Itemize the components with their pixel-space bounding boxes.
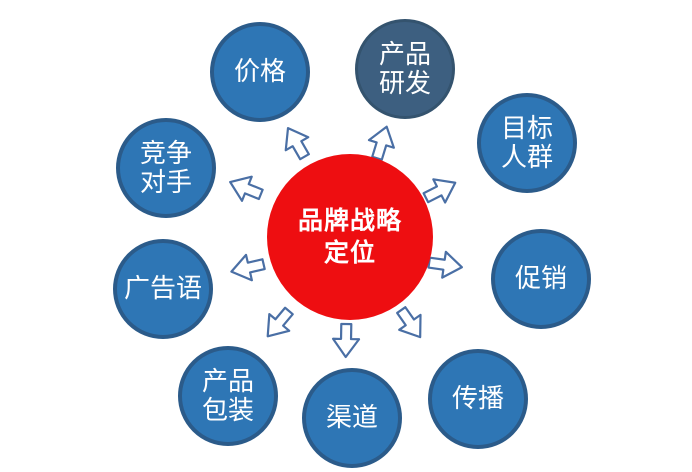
node-product-packaging-label: 产品 包装 (201, 365, 254, 425)
node-competitors-label: 竞争 对手 (139, 137, 192, 197)
arrow-to-product-rd-icon (361, 120, 402, 164)
node-product-rd-label: 产品 研发 (378, 38, 431, 98)
node-channel-label: 渠道 (325, 402, 378, 433)
center-node-brand-strategy-positioning: 品牌战略 定位 (267, 154, 433, 320)
node-slogan-label: 广告语 (123, 273, 202, 304)
arrow-to-target-audience-icon (418, 168, 465, 213)
node-price-label: 价格 (233, 56, 286, 87)
arrow-to-promotion-icon (426, 247, 466, 284)
arrow-to-channel-icon (330, 322, 363, 360)
node-slogan: 广告语 (113, 239, 213, 339)
node-promotion-label: 促销 (514, 263, 567, 294)
node-competitors: 竞争 对手 (116, 118, 216, 218)
arrow-to-competitors-icon (222, 166, 267, 209)
arrow-to-communication-icon (388, 300, 435, 348)
node-target-audience-label: 目标 人群 (500, 112, 553, 172)
arrow-to-slogan-icon (226, 248, 268, 287)
node-communication: 传播 (428, 349, 528, 449)
node-price: 价格 (210, 22, 310, 122)
node-product-rd: 产品 研发 (355, 19, 455, 119)
center-node-label: 品牌战略 定位 (297, 206, 402, 268)
arrow-to-product-packaging-icon (254, 300, 302, 348)
node-target-audience: 目标 人群 (477, 93, 577, 193)
node-communication-label: 传播 (451, 383, 504, 414)
node-promotion: 促销 (491, 229, 591, 329)
node-product-packaging: 产品 包装 (178, 346, 278, 446)
arrow-to-price-icon (273, 118, 319, 165)
node-channel: 渠道 (302, 368, 402, 468)
